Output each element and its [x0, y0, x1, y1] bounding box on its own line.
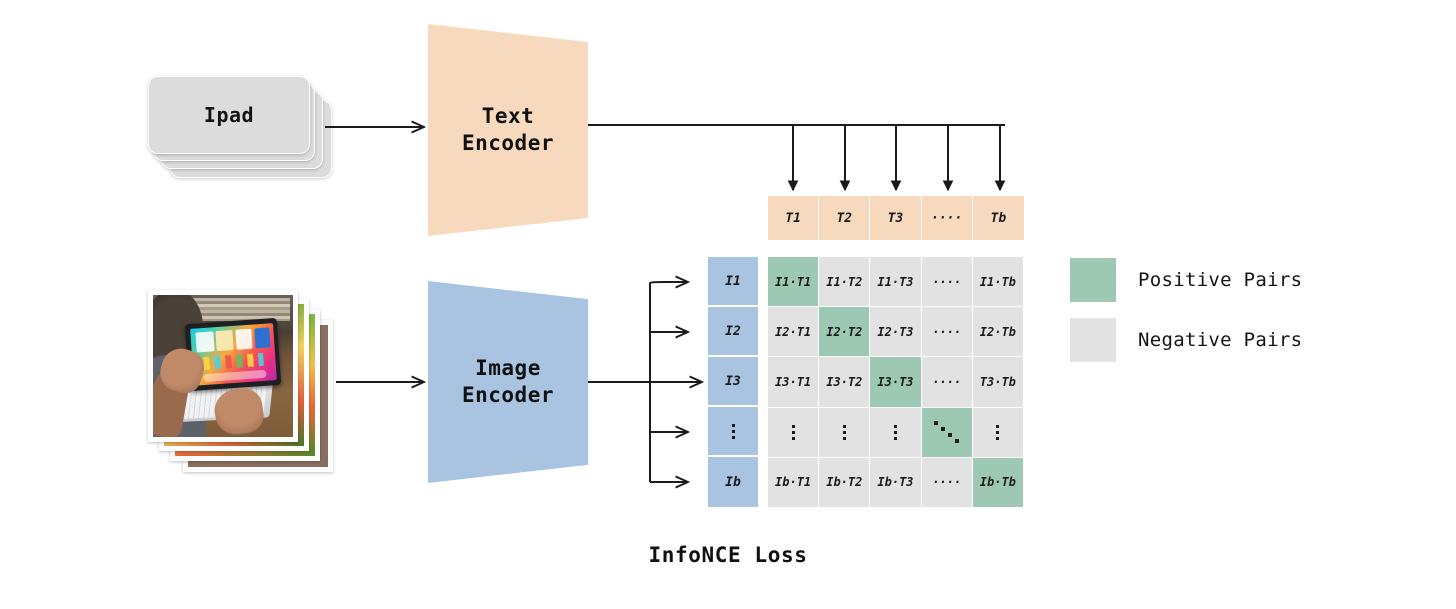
- matrix-cell: Ib·T1: [768, 457, 820, 508]
- matrix-cell: Ib·T3: [870, 457, 922, 508]
- matrix-cell: I2·T1: [768, 307, 820, 358]
- image-input-photo-stack: [148, 290, 348, 472]
- matrix-cell: I1·T3: [870, 257, 922, 308]
- text-input-card-stack: Ipad: [148, 76, 338, 196]
- matrix-cell: Ib·Tb: [972, 457, 1024, 508]
- legend: Positive Pairs Negative Pairs: [1070, 258, 1302, 378]
- text-token-cell: T3: [870, 196, 922, 240]
- text-token-cell: ····: [921, 196, 973, 240]
- matrix-cell: I1·T2: [819, 257, 871, 308]
- legend-row-negative: Negative Pairs: [1070, 318, 1302, 362]
- matrix-cell: I3·T2: [819, 357, 871, 408]
- matrix-cell: I1·T1: [768, 257, 820, 308]
- legend-label-positive: Positive Pairs: [1138, 269, 1303, 291]
- matrix-cell: [972, 407, 1024, 458]
- matrix-cell: ····: [921, 307, 973, 358]
- matrix-cell: I1·Tb: [972, 257, 1024, 308]
- text-encoder-block: Text Encoder: [428, 24, 588, 236]
- photo-front-ipad: [148, 290, 298, 442]
- matrix-cell: I3·T1: [768, 357, 820, 408]
- text-input-label: Ipad: [203, 103, 255, 127]
- image-token-header-column: I1 I2 I3 Ib: [708, 257, 758, 507]
- image-encoder-block: Image Encoder: [428, 281, 588, 483]
- text-token-cell: T2: [819, 196, 871, 240]
- legend-row-positive: Positive Pairs: [1070, 258, 1302, 302]
- matrix-cell: ····: [921, 257, 973, 308]
- image-token-cell: I2: [708, 307, 758, 357]
- matrix-cell: I3·T3: [870, 357, 922, 408]
- text-encoder-label: Text Encoder: [461, 104, 554, 155]
- matrix-cell: I2·T2: [819, 307, 871, 358]
- matrix-cell: [768, 407, 820, 458]
- text-token-header-row: T1 T2 T3 ···· Tb: [768, 196, 1024, 240]
- matrix-cell: I2·T3: [870, 307, 922, 358]
- diagram-caption: InfoNCE Loss: [0, 543, 1456, 567]
- matrix-cell: [870, 407, 922, 458]
- text-token-cell: Tb: [972, 196, 1024, 240]
- text-card-front: Ipad: [148, 76, 310, 154]
- matrix-cell: I2·Tb: [972, 307, 1024, 358]
- matrix-cell: [921, 407, 973, 458]
- image-encoder-label: Image Encoder: [461, 356, 554, 407]
- image-token-cell: Ib: [708, 457, 758, 507]
- caption-text: InfoNCE Loss: [648, 543, 808, 567]
- legend-swatch-negative: [1070, 318, 1116, 362]
- matrix-cell: ····: [921, 357, 973, 408]
- image-token-cell: I1: [708, 257, 758, 307]
- matrix-cell: [819, 407, 871, 458]
- legend-swatch-positive: [1070, 258, 1116, 302]
- matrix-cell: T3·Tb: [972, 357, 1024, 408]
- matrix-cell: Ib·T2: [819, 457, 871, 508]
- legend-label-negative: Negative Pairs: [1138, 329, 1303, 351]
- image-token-cell: I3: [708, 357, 758, 407]
- text-token-cell: T1: [768, 196, 820, 240]
- image-token-cell-ellipsis: [708, 407, 758, 457]
- matrix-cell: ····: [921, 457, 973, 508]
